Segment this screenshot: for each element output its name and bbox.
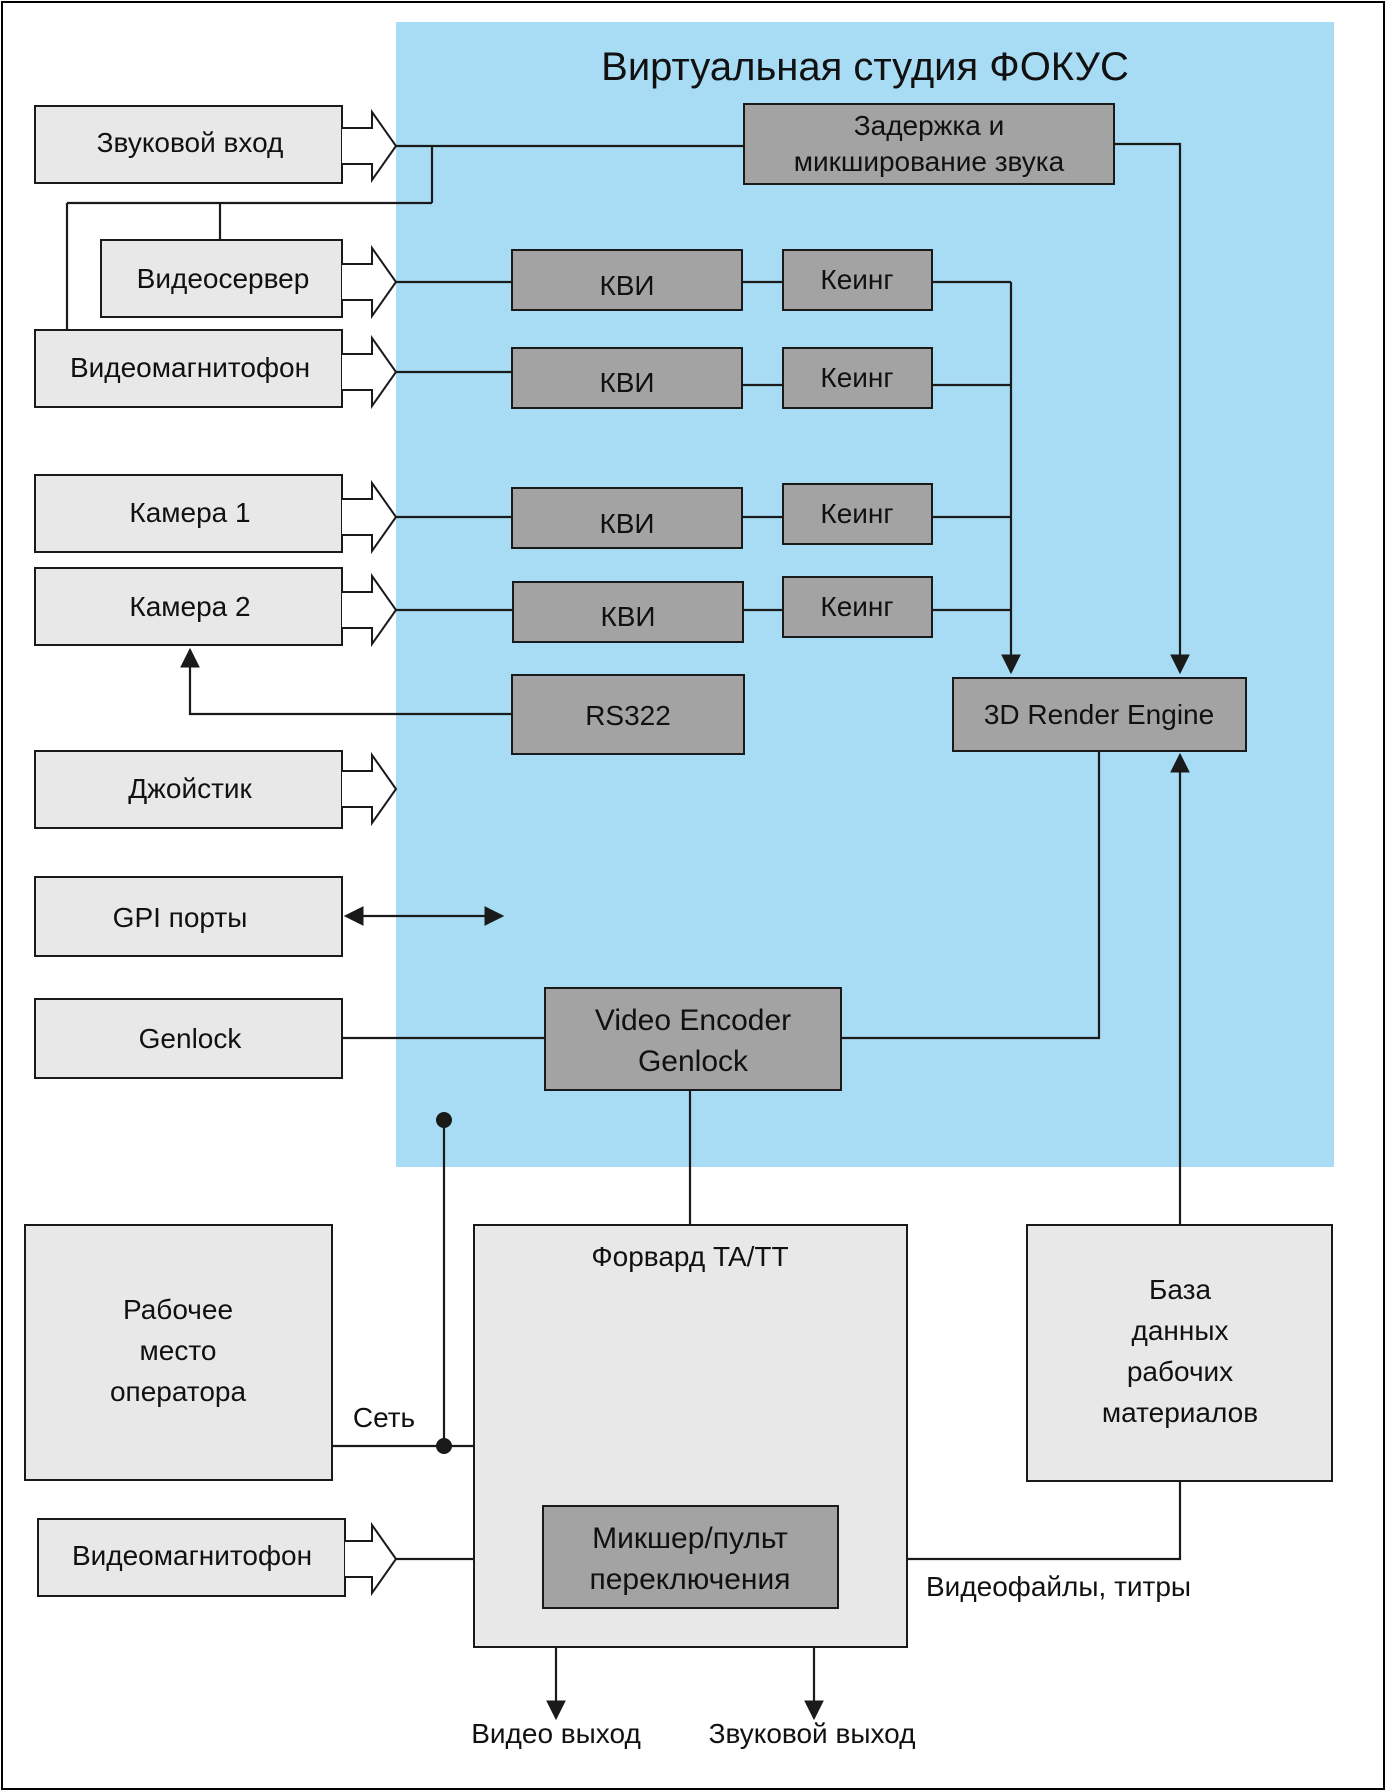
svg-text:КВИ: КВИ [600,601,655,632]
svg-text:материалов: материалов [1102,1397,1258,1428]
materials-database: База данных рабочих материалов [1026,1224,1333,1482]
keying-block-1: Кеинг [782,249,933,311]
svg-text:переключения: переключения [590,1563,791,1596]
input-camera-1: Камера 1 [34,474,398,555]
svg-text:Кеинг: Кеинг [820,591,893,622]
input-vtr-2: Видеомагнитофон [37,1518,398,1597]
render-engine-block: 3D Render Engine [952,677,1247,752]
svg-text:Genlock: Genlock [139,1023,243,1054]
kvi-block-1: КВИ [511,249,743,311]
network-label: Сеть [353,1402,415,1433]
input-vtr-1: Видеомагнитофон [34,329,398,410]
svg-text:данных: данных [1132,1315,1229,1346]
svg-text:рабочих: рабочих [1127,1356,1233,1387]
kvi-block-4: КВИ [512,581,744,643]
svg-text:Video Encoder: Video Encoder [595,1004,791,1037]
svg-text:Микшер/пульт: Микшер/пульт [592,1522,788,1555]
svg-text:Кеинг: Кеинг [820,362,893,393]
svg-text:микширование звука: микширование звука [794,146,1065,177]
input-video-server: Видеосервер [100,239,398,320]
keying-block-2: Кеинг [782,347,933,409]
svg-text:RS322: RS322 [585,700,671,731]
svg-text:КВИ: КВИ [599,508,654,539]
video-encoder-genlock-block: Video Encoder Genlock [544,987,842,1091]
svg-text:КВИ: КВИ [599,367,654,398]
studio-title: Виртуальная студия ФОКУС [601,45,1129,89]
svg-text:Рабочее: Рабочее [123,1294,233,1325]
input-audio-in: Звуковой вход [34,105,398,184]
connections [65,142,1190,1721]
rs322-block: RS322 [511,674,745,755]
svg-text:Форвард TA/TT: Форвард TA/TT [591,1241,788,1272]
svg-text:Джойстик: Джойстик [128,773,252,804]
keying-block-4: Кеинг [782,576,933,638]
svg-text:Кеинг: Кеинг [820,498,893,529]
keying-block-3: Кеинг [782,483,933,545]
svg-text:База: База [1149,1274,1211,1305]
input-gpi-ports: GPI порты [34,876,343,957]
svg-text:Задержка и: Задержка и [854,110,1005,141]
input-genlock: Genlock [34,998,343,1079]
network-node-studio [436,1112,452,1128]
svg-text:Видеосервер: Видеосервер [137,263,310,294]
svg-text:Камера 2: Камера 2 [129,591,250,622]
svg-text:Кеинг: Кеинг [820,264,893,295]
mixer-switcher-block: Микшер/пульт переключения [542,1505,839,1609]
svg-text:КВИ: КВИ [599,270,654,301]
svg-text:GPI порты: GPI порты [113,902,248,933]
svg-text:место: место [140,1335,217,1366]
kvi-block-2: КВИ [511,347,743,409]
svg-text:Видеомагнитофон: Видеомагнитофон [72,1540,312,1571]
svg-text:Genlock: Genlock [638,1045,749,1078]
svg-text:оператора: оператора [110,1376,246,1407]
network-node-junction [436,1438,452,1454]
svg-text:Звуковой вход: Звуковой вход [97,127,284,158]
videofiles-label: Видеофайлы, титры [926,1571,1191,1602]
input-camera-2: Камера 2 [34,567,398,648]
svg-text:3D Render Engine: 3D Render Engine [984,699,1214,730]
kvi-block-3: КВИ [511,487,743,549]
svg-text:Видеомагнитофон: Видеомагнитофон [70,352,310,383]
operator-workstation: Рабочее место оператора [24,1224,333,1481]
video-out-label: Видео выход [471,1718,641,1749]
audio-delay-mixing-block: Задержка и микширование звука [743,103,1115,185]
input-joystick: Джойстик [34,750,398,829]
svg-text:Камера 1: Камера 1 [129,497,250,528]
audio-out-label: Звуковой выход [709,1718,916,1749]
